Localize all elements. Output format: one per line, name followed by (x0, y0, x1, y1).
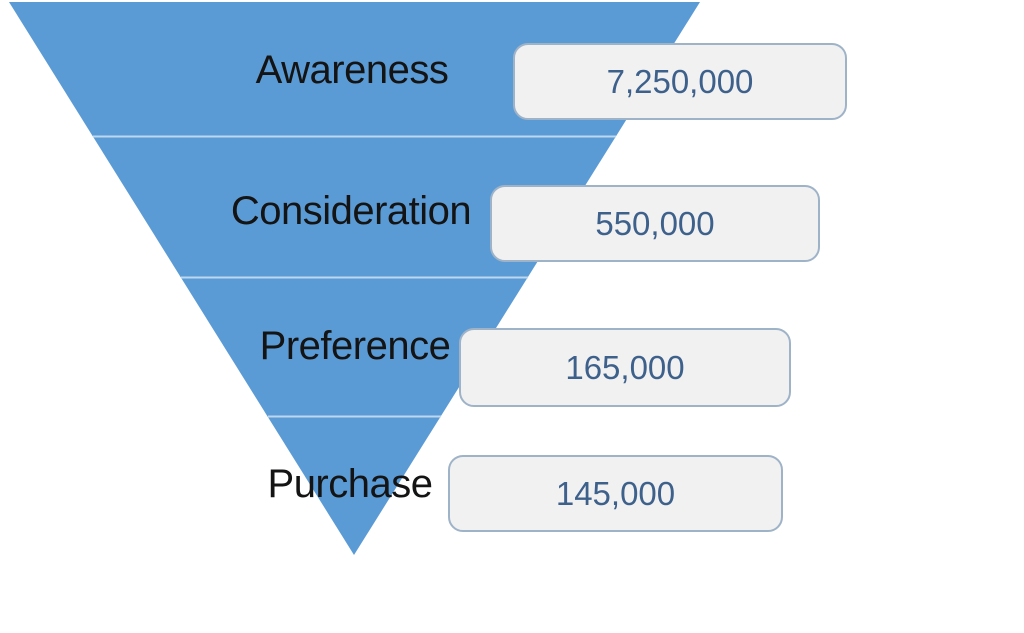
stage-label-awareness: Awareness (255, 48, 449, 92)
value-box-consideration: 550,000 (490, 185, 820, 262)
value-box-awareness: 7,250,000 (513, 43, 847, 120)
stage-label-preference: Preference (259, 324, 451, 368)
stage-label-consideration: Consideration (230, 189, 472, 233)
stage-label-purchase: Purchase (267, 462, 433, 506)
value-box-purchase: 145,000 (448, 455, 783, 532)
value-box-preference: 165,000 (459, 328, 791, 407)
